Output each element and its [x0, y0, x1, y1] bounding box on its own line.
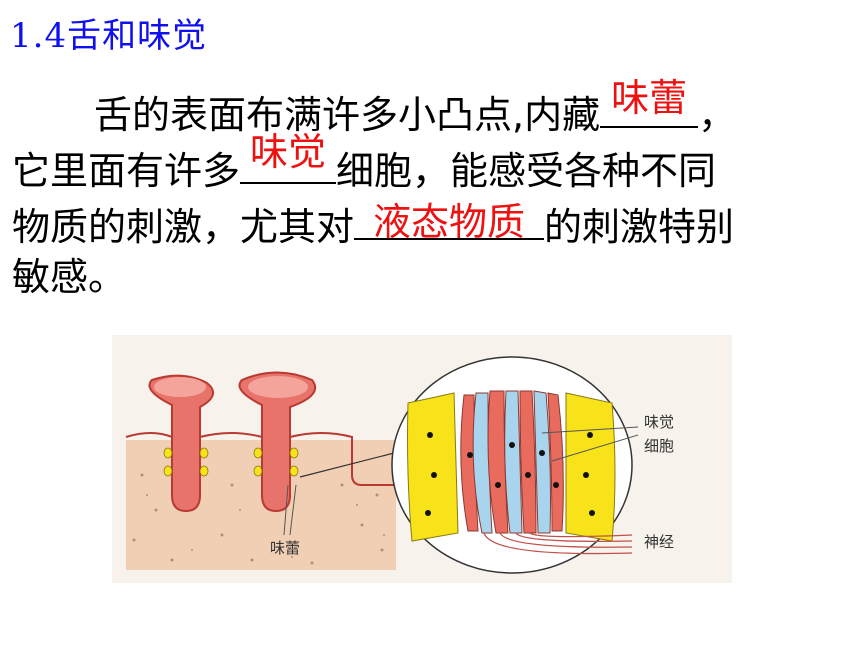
text-l3-pre: 物质的刺激，尤其对 — [12, 205, 355, 249]
text-line-4: 敏感。 — [12, 255, 126, 299]
text-l1-post: ， — [698, 93, 737, 137]
label-nerve: 神经 — [644, 533, 674, 551]
label-taste-cell-2: 细胞 — [644, 437, 674, 455]
tongue-diagram: 味蕾 — [112, 335, 732, 583]
tissue-texture — [132, 473, 385, 565]
page-title: 1.4舌和味觉 — [10, 16, 208, 56]
text-l2-pre: 它里面有许多 — [12, 149, 241, 193]
blank-2[interactable]: 味觉 — [240, 130, 337, 184]
taste-bud-dots — [163, 447, 299, 477]
text-line-2: 它里面有许多味觉细胞，能感受各种不同 — [12, 130, 717, 193]
support-cell-left — [407, 392, 459, 542]
text-l1-pre: 舌的表面布满许多小凸点,内藏 — [94, 93, 601, 137]
answer-1: 味蕾 — [611, 76, 688, 120]
tongue-diagram-svg: 味蕾 — [125, 356, 674, 574]
nerve-fibers — [483, 532, 633, 555]
blank-1[interactable]: 味蕾 — [600, 76, 699, 128]
papilla-left — [148, 374, 215, 513]
text-l4: 敏感。 — [12, 255, 127, 299]
pointer-line-2 — [289, 484, 297, 536]
papilla-right — [238, 371, 317, 513]
taste-cells — [460, 390, 564, 534]
support-cell-right — [565, 392, 616, 542]
papilla-left-top — [154, 377, 206, 397]
pointer-cell-2 — [551, 434, 639, 462]
text-line-3: 物质的刺激，尤其对液态物质的刺激特别 — [12, 200, 735, 249]
answer-3: 液态物质 — [373, 200, 526, 244]
papilla-right-top — [248, 376, 308, 398]
answer-2: 味觉 — [250, 130, 327, 174]
pointer-cell-1 — [541, 426, 639, 434]
label-taste-cell-1: 味觉 — [644, 413, 674, 431]
nuclei-taste — [467, 442, 559, 488]
pointer-line-1 — [283, 484, 289, 536]
text-l3-post: 的刺激特别 — [544, 205, 735, 249]
blank-3[interactable]: 液态物质 — [354, 200, 545, 244]
label-taste-bud: 味蕾 — [270, 539, 300, 557]
text-line-1: 舌的表面布满许多小凸点,内藏味蕾， — [94, 76, 737, 137]
connector-line — [299, 452, 395, 478]
nuclei-yellow — [425, 432, 595, 516]
text-l2-post: 细胞，能感受各种不同 — [336, 149, 717, 193]
